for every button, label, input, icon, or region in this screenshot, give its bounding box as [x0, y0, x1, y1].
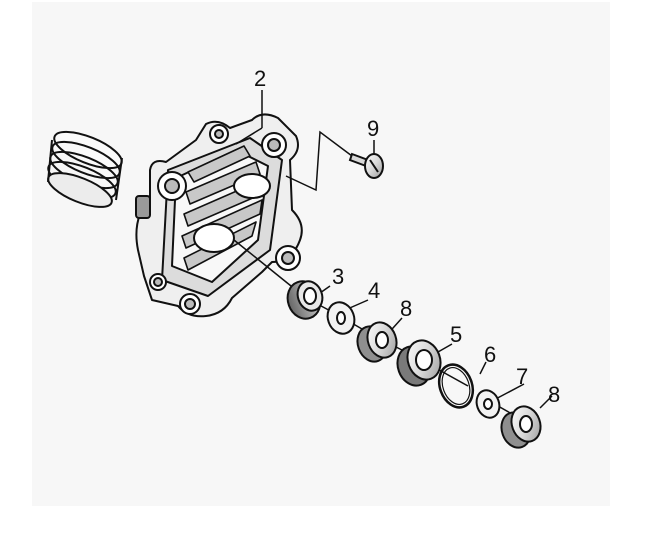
callout-bushing-b: 8 — [548, 382, 560, 407]
callout-seal-ring: 3 — [332, 264, 344, 289]
leader-lines — [233, 90, 553, 415]
callout-screw: 9 — [367, 116, 379, 141]
bushing-b — [500, 405, 542, 449]
callout-seal-collar: 5 — [450, 322, 462, 347]
o-ring — [437, 363, 475, 409]
callout-washer-b: 7 — [516, 364, 528, 389]
callout-washer-a: 4 — [368, 278, 380, 303]
washer-b — [475, 389, 501, 419]
spring — [47, 130, 123, 208]
seal-collar — [396, 339, 442, 387]
seal-ring — [286, 280, 324, 320]
washer-a — [326, 301, 356, 335]
callout-o-ring: 6 — [484, 342, 496, 367]
callout-housing: 2 — [254, 66, 266, 91]
bushing-a — [356, 321, 398, 363]
callout-bushing-a: 8 — [400, 296, 412, 321]
housing — [135, 113, 303, 318]
screw — [348, 152, 384, 179]
